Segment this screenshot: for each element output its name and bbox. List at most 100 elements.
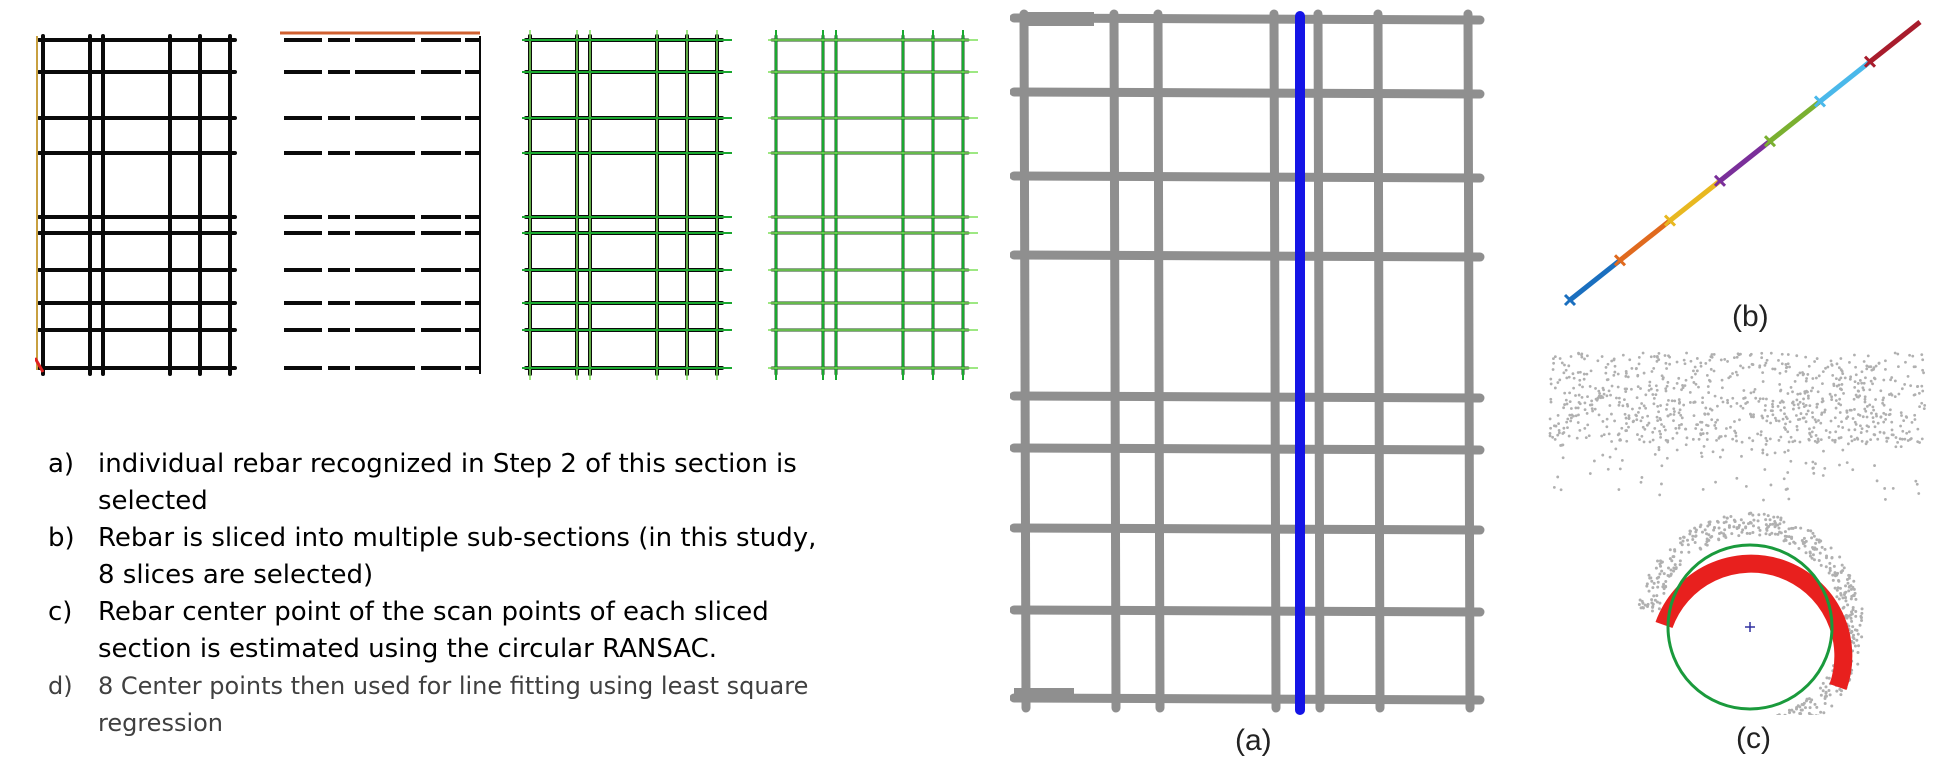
scan-point — [1682, 358, 1686, 362]
scan-point — [1712, 369, 1716, 373]
scan-point — [1830, 398, 1834, 401]
scan-point — [1710, 534, 1714, 538]
scan-point — [1834, 406, 1838, 410]
scan-point — [1581, 385, 1584, 389]
scan-point — [1552, 361, 1556, 365]
scan-point — [1707, 533, 1711, 537]
scan-point — [1656, 580, 1660, 584]
scan-point — [1795, 398, 1799, 402]
scan-point — [1568, 391, 1571, 395]
scan-point — [1694, 427, 1698, 430]
scan-point — [1838, 463, 1841, 467]
scan-point — [1560, 361, 1564, 365]
scan-point — [1712, 352, 1716, 356]
scan-point — [1723, 528, 1727, 532]
scan-point — [1648, 440, 1652, 444]
scan-point — [1836, 571, 1840, 575]
scan-point — [1612, 357, 1616, 361]
scan-point — [1567, 364, 1571, 368]
scan-point — [1824, 690, 1828, 694]
scan-point — [1598, 392, 1602, 395]
scan-point — [1833, 574, 1837, 578]
scan-point — [1694, 534, 1698, 538]
scan-point — [1791, 400, 1795, 404]
scan-point — [1586, 423, 1590, 427]
scan-point — [1608, 455, 1612, 459]
scan-point — [1732, 525, 1736, 529]
scan-point — [1715, 438, 1718, 442]
scan-point — [1791, 440, 1795, 444]
scan-point — [1812, 471, 1816, 475]
scan-point — [1658, 601, 1662, 605]
scan-point — [1604, 371, 1608, 375]
scan-point — [1900, 437, 1904, 441]
scan-point — [1780, 352, 1784, 356]
scan-point — [1764, 361, 1768, 365]
scan-point — [1872, 408, 1876, 412]
scan-point — [1838, 687, 1842, 691]
scan-point — [1842, 593, 1846, 597]
scan-point — [1548, 417, 1552, 421]
scan-point — [1811, 547, 1815, 551]
scan-point — [1762, 498, 1765, 502]
scan-point — [1703, 528, 1707, 532]
scan-point — [1580, 355, 1584, 359]
scan-point — [1741, 528, 1745, 532]
scan-point — [1860, 619, 1864, 623]
scan-point — [1559, 488, 1563, 492]
scan-point — [1607, 389, 1611, 393]
scan-point — [1710, 418, 1714, 422]
scan-point — [1681, 386, 1685, 390]
scan-point — [1835, 384, 1839, 388]
scan-point — [1670, 399, 1674, 403]
scan-point — [1705, 540, 1709, 544]
scan-point — [1731, 437, 1735, 441]
scan-point — [1859, 614, 1863, 618]
scan-point — [1838, 586, 1842, 590]
scan-point — [1846, 415, 1850, 419]
scan-point — [1556, 475, 1560, 479]
scan-point — [1735, 355, 1739, 359]
scan-point — [1811, 466, 1815, 470]
scan-point — [1854, 597, 1858, 601]
scan-point — [1850, 619, 1854, 623]
scan-point — [1671, 555, 1675, 559]
scan-point — [1864, 409, 1868, 413]
scan-point — [1564, 368, 1568, 372]
scan-point — [1549, 377, 1553, 381]
scan-point — [1572, 386, 1576, 390]
scan-point — [1744, 525, 1748, 529]
scan-point — [1666, 566, 1670, 570]
scan-point — [1807, 437, 1811, 441]
scan-point — [1613, 419, 1617, 423]
scan-point — [1657, 410, 1661, 414]
scan-point — [1602, 433, 1606, 437]
scan-point — [1664, 580, 1668, 584]
scan-point — [1860, 381, 1864, 385]
scan-point — [1778, 401, 1782, 405]
scan-point — [1590, 407, 1594, 411]
scan-point — [1671, 436, 1675, 440]
scan-point — [1882, 431, 1886, 435]
scan-point — [1783, 534, 1787, 538]
scan-point — [1792, 540, 1796, 544]
scan-point — [1821, 370, 1825, 374]
scan-point — [1782, 477, 1786, 481]
scan-point — [1815, 405, 1819, 409]
scan-point — [1824, 429, 1828, 432]
scan-point — [1845, 577, 1849, 581]
scan-point — [1693, 365, 1697, 369]
scan-point — [1811, 386, 1815, 390]
scan-point — [1773, 416, 1777, 420]
scan-point — [1813, 702, 1817, 706]
scan-point — [1668, 557, 1672, 561]
scan-point — [1681, 383, 1684, 387]
edge-marker — [35, 357, 45, 373]
scan-point — [1856, 662, 1860, 666]
scan-point — [1829, 359, 1833, 363]
scan-point — [1804, 355, 1808, 359]
scan-point — [1816, 437, 1820, 441]
scan-point — [1657, 446, 1661, 449]
scan-point — [1768, 523, 1772, 527]
scan-point — [1817, 559, 1821, 563]
